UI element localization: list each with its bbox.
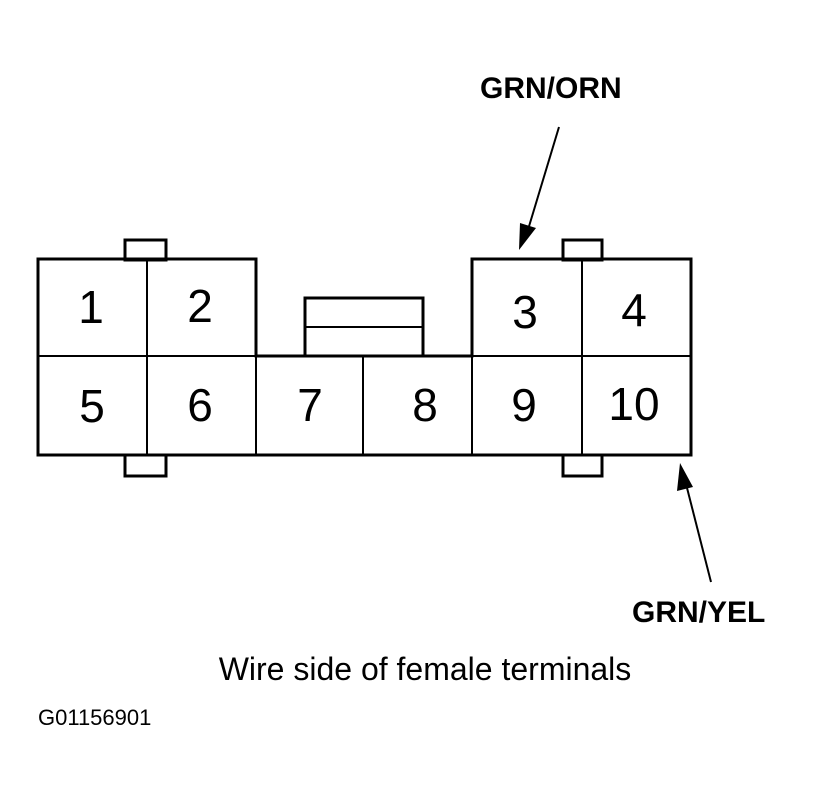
pin-9: 9 <box>511 379 537 431</box>
pin-3: 3 <box>512 286 538 338</box>
bottom-left-lock-tab <box>123 453 168 478</box>
pin-10: 10 <box>608 378 659 430</box>
top-right-lock-tab <box>561 238 604 262</box>
pin-2: 2 <box>187 280 213 332</box>
caption: Wire side of female terminals <box>219 651 632 687</box>
grn-orn-arrow-head <box>519 223 536 250</box>
pin-7: 7 <box>297 379 323 431</box>
bottom-right-lock-tab <box>561 453 604 478</box>
grn-yel-arrow-shaft <box>684 479 712 583</box>
grn-orn-arrow-shaft <box>526 126 560 234</box>
grn-yel-arrow-head <box>677 463 693 491</box>
pin-4: 4 <box>621 284 647 336</box>
pin-6: 6 <box>187 379 213 431</box>
pin-8: 8 <box>412 379 438 431</box>
top-left-lock-tab <box>123 238 168 262</box>
pin-5: 5 <box>79 380 105 432</box>
grn-yel-label: GRN/YEL <box>632 596 765 629</box>
grn-orn-label: GRN/ORN <box>480 72 622 105</box>
pin-1: 1 <box>78 281 104 333</box>
figure-code: G01156901 <box>38 705 151 730</box>
